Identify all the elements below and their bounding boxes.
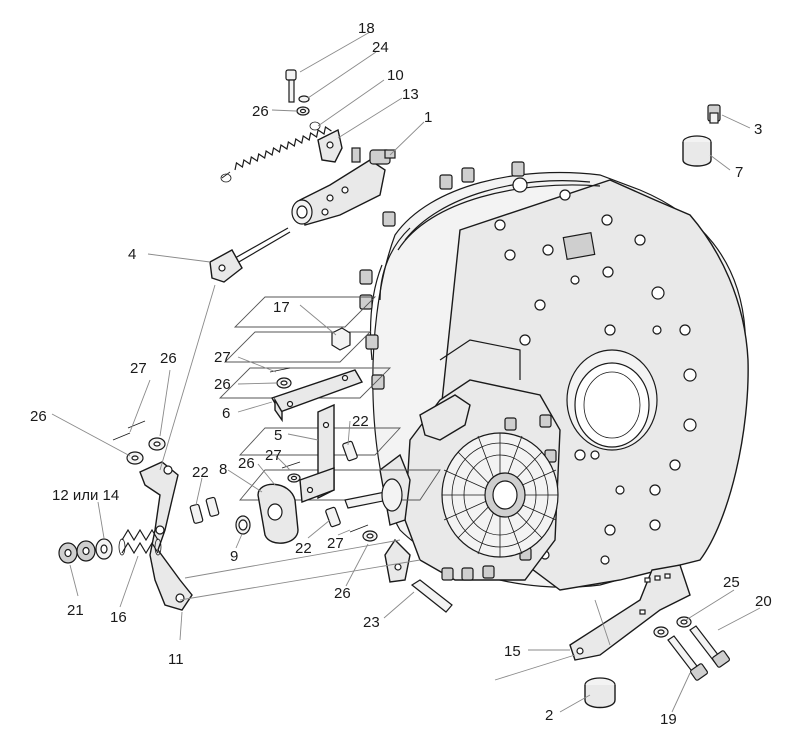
callout-20: 20 [755, 593, 772, 610]
washers-25 [653, 616, 692, 638]
callout-labels: 18 24 10 26 13 1 3 7 4 17 27 26 27 26 26… [30, 20, 772, 728]
cap-2 [584, 677, 616, 709]
callout-3: 3 [754, 121, 762, 138]
callout-5: 5 [274, 427, 282, 444]
bracket-13 [317, 128, 343, 163]
callout-10: 10 [387, 67, 404, 84]
plates [218, 296, 441, 501]
tension-spring-10 [220, 121, 332, 183]
callout-26: 26 [238, 455, 255, 472]
main-housing [359, 161, 749, 591]
callout-27: 27 [265, 447, 282, 464]
ring-9 [235, 515, 251, 535]
callout-17: 17 [273, 299, 290, 316]
callout-26: 26 [334, 585, 351, 602]
callout-22: 22 [295, 540, 312, 557]
nut-17 [331, 327, 351, 351]
callout-26: 26 [160, 350, 177, 367]
spring-16 [118, 528, 162, 556]
bolt-18 [285, 69, 297, 103]
breather-3 [707, 104, 721, 124]
callout-12-or-14: 12 или 14 [52, 487, 119, 504]
callout-26: 26 [214, 376, 231, 393]
callout-2: 2 [545, 707, 553, 724]
callout-27: 27 [214, 349, 231, 366]
callout-6: 6 [222, 405, 230, 422]
washer-12-14 [95, 538, 113, 560]
rod-clevis-4 [209, 227, 291, 283]
callout-22: 22 [352, 413, 369, 430]
callout-8: 8 [219, 461, 227, 478]
callout-7: 7 [735, 164, 743, 181]
cap-7 [682, 135, 712, 167]
callout-27: 27 [130, 360, 147, 377]
callout-4: 4 [128, 246, 136, 263]
callout-27: 27 [327, 535, 344, 552]
callout-11: 11 [168, 651, 184, 668]
callout-19: 19 [660, 711, 677, 728]
callout-15: 15 [504, 643, 521, 660]
left-washers [112, 420, 166, 465]
bearing-8 [257, 483, 299, 544]
pins-22 [189, 496, 220, 524]
bearing-bore [566, 349, 658, 451]
fan-cage [441, 432, 559, 558]
nuts-21 [58, 540, 96, 564]
callout-25: 25 [723, 574, 740, 591]
bracket-5 [299, 403, 335, 503]
leader-lines [51, 31, 761, 713]
pin-23 [410, 579, 453, 613]
callout-18: 18 [358, 20, 375, 37]
callout-26: 26 [252, 103, 269, 120]
callout-16: 16 [110, 609, 127, 626]
callout-1: 1 [424, 109, 432, 126]
housing-bolt-holes [494, 177, 697, 565]
bolts-19-20 [667, 625, 730, 681]
bracket-6 [270, 369, 364, 423]
callout-22: 22 [192, 464, 209, 481]
small-parts [269, 367, 403, 542]
callout-13: 13 [402, 86, 419, 103]
callout-9: 9 [230, 548, 238, 565]
callout-21: 21 [67, 602, 84, 619]
valve-assembly [291, 147, 396, 226]
washers-24-26 [296, 95, 310, 116]
callout-24: 24 [372, 39, 389, 56]
bracket-15 [569, 564, 691, 661]
lever-11 [139, 461, 193, 611]
flange-bolts [359, 161, 525, 390]
callout-23: 23 [363, 614, 380, 631]
callout-26: 26 [30, 408, 47, 425]
